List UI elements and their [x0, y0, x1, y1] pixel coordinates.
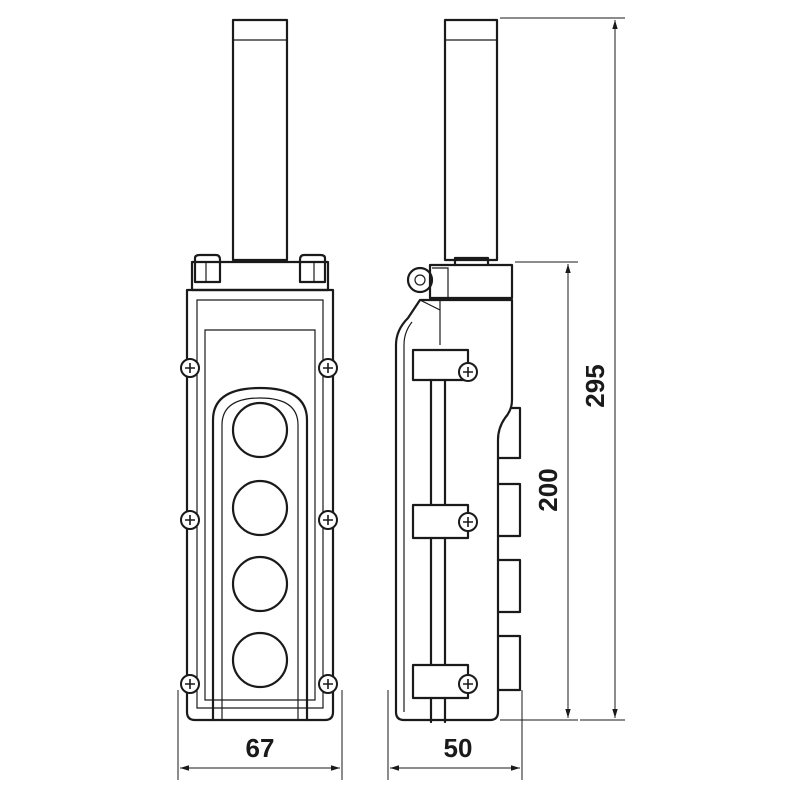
screw-icon	[458, 362, 478, 382]
side-view	[394, 18, 522, 724]
side-rail	[429, 378, 447, 724]
screw-icon	[318, 358, 338, 378]
push-button	[231, 555, 289, 613]
front-cable-tube	[231, 18, 289, 262]
push-buttons	[231, 401, 289, 689]
dimension-width-side: 50	[387, 690, 523, 780]
screw-icon	[458, 674, 478, 694]
side-top-cap	[406, 256, 514, 300]
screw-icon	[180, 674, 200, 694]
height-body-label: 200	[533, 468, 563, 511]
push-button	[231, 479, 289, 537]
screw-icon	[318, 510, 338, 530]
width-side-label: 50	[444, 733, 473, 763]
side-clamps	[411, 348, 478, 700]
side-cable-tube	[443, 18, 499, 262]
screw-icon	[180, 358, 200, 378]
height-total-label: 295	[580, 364, 610, 407]
push-button	[231, 401, 289, 459]
dimension-height-total: 295	[500, 17, 625, 721]
screw-icon	[458, 512, 478, 532]
dimension-width-front: 67	[177, 690, 343, 780]
front-top-cap	[190, 253, 330, 292]
width-front-label: 67	[246, 733, 275, 763]
side-ribs	[496, 406, 522, 692]
screw-icon	[318, 674, 338, 694]
front-button-panel	[211, 386, 309, 722]
dimension-height-body: 200	[500, 261, 578, 721]
screw-icon	[180, 510, 200, 530]
front-housing	[185, 288, 335, 722]
push-button	[231, 631, 289, 689]
front-view	[180, 18, 338, 722]
side-housing	[394, 298, 514, 722]
